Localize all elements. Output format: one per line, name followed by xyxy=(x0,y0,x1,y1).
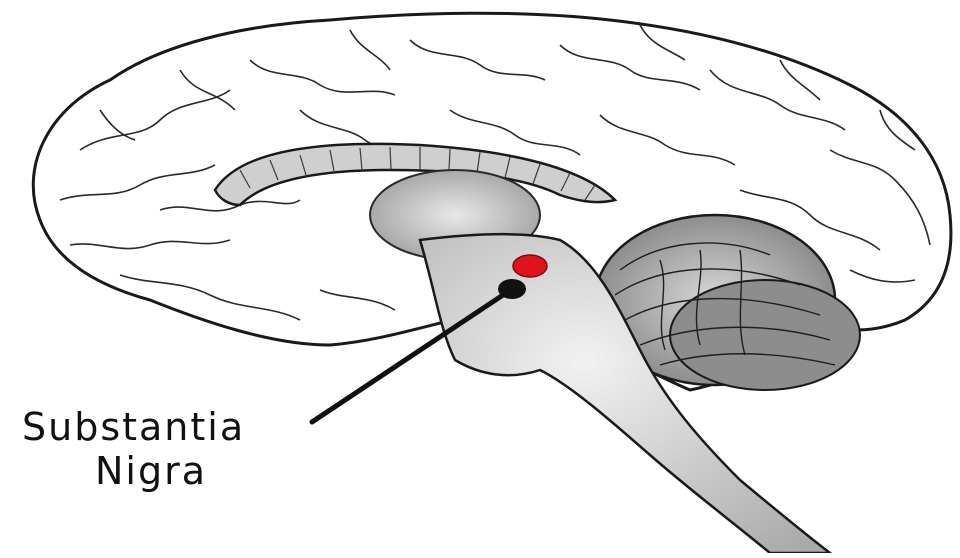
highlight-red-marker xyxy=(513,255,547,277)
callout-label-line2: Nigra xyxy=(95,452,207,490)
callout-label-line1: Substantia xyxy=(22,408,245,446)
